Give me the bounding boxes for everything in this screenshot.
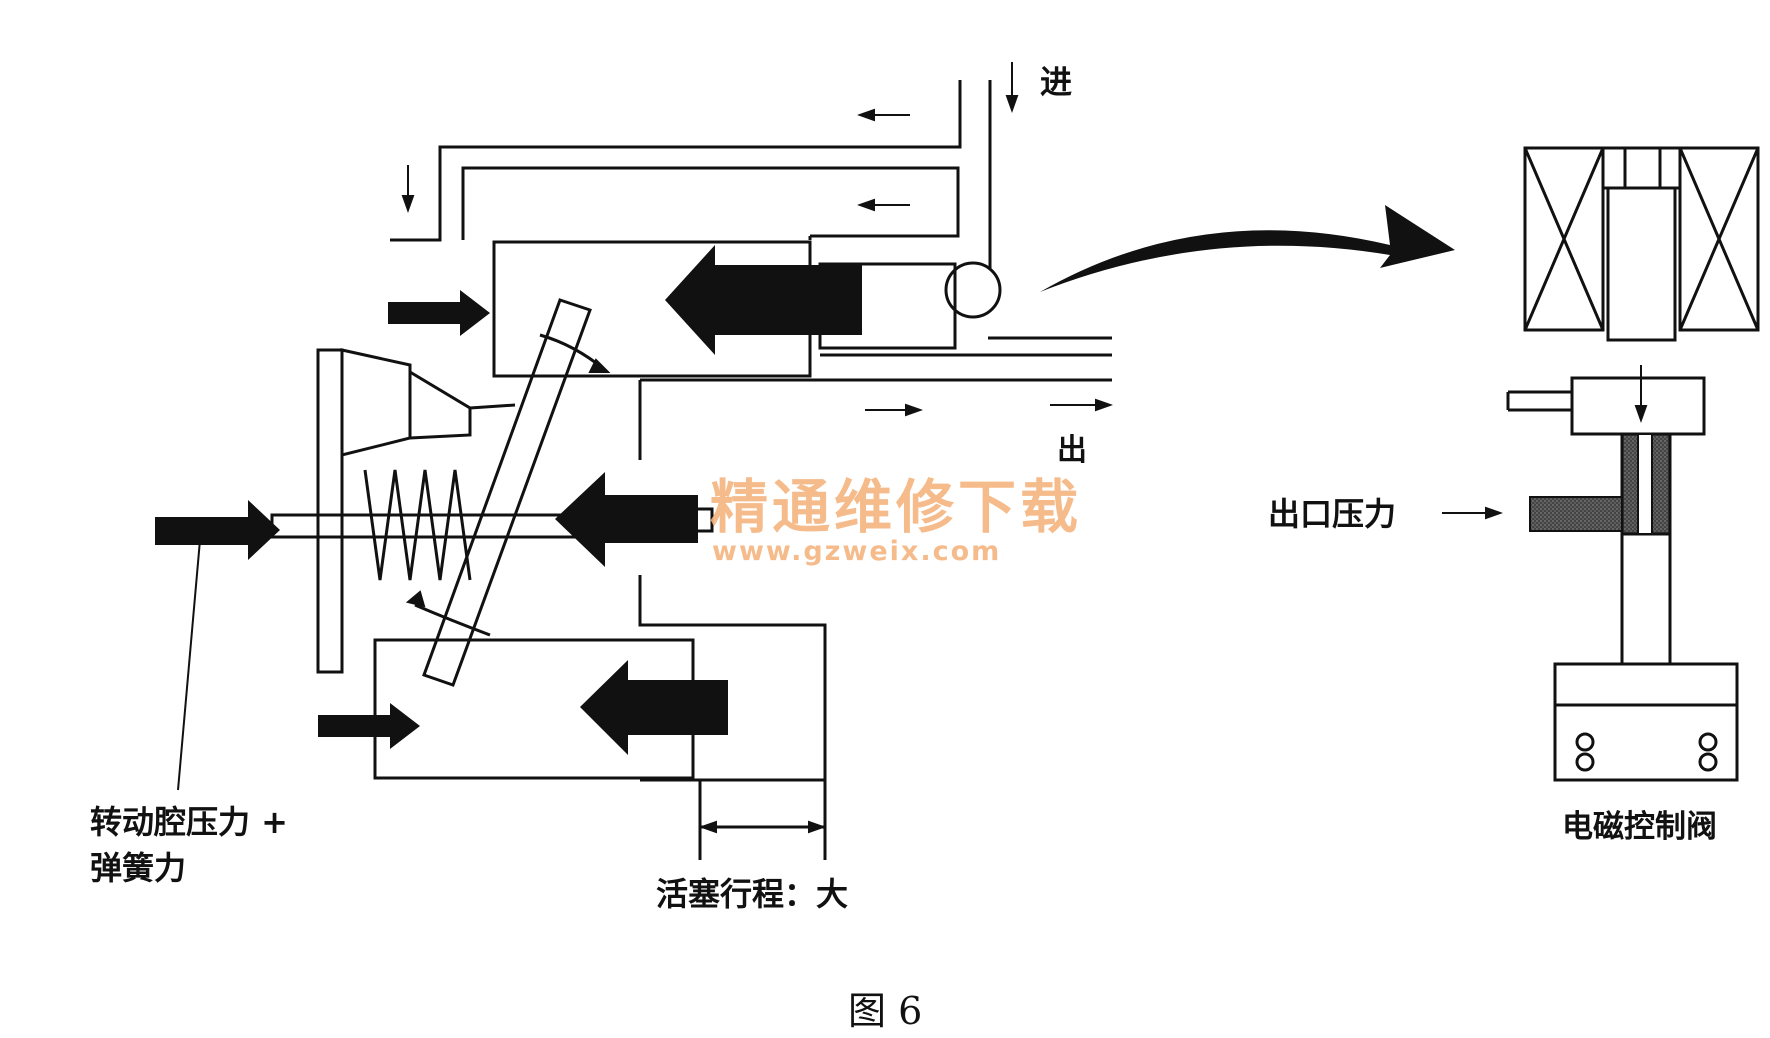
bellows-housing bbox=[1553, 662, 1739, 782]
hub-cone bbox=[340, 348, 412, 457]
force-arrows bbox=[155, 205, 1455, 755]
core-top bbox=[1601, 146, 1682, 190]
rotation-arc-bottom bbox=[414, 603, 491, 637]
piston-stroke-label: 活塞行程：大 bbox=[656, 875, 849, 913]
valve-stem bbox=[1620, 532, 1672, 666]
zoom-arrow bbox=[1040, 205, 1455, 292]
outer-passage-top bbox=[390, 80, 962, 242]
plunger bbox=[1606, 186, 1677, 342]
solenoid-valve-label: 电磁控制阀 bbox=[1562, 809, 1717, 845]
rotating-chamber-label-line1: 转动腔压力 + bbox=[90, 803, 288, 841]
wobble-plate bbox=[422, 298, 592, 687]
coil-left bbox=[1523, 146, 1605, 332]
leader-line bbox=[177, 539, 201, 791]
outlet-pressure-label: 出口压力 bbox=[1268, 495, 1397, 533]
watermark-brand: 精通维修下载 bbox=[710, 473, 1083, 541]
outlet-pressure-port bbox=[1529, 496, 1623, 532]
flow-arrows bbox=[401, 62, 1648, 834]
upper-input-arrow bbox=[388, 290, 490, 336]
valve-inlet-port bbox=[1506, 390, 1572, 412]
spring bbox=[363, 469, 472, 581]
inner-passage bbox=[461, 166, 960, 240]
outlet-label: 出 bbox=[1057, 433, 1087, 468]
swash-plate-frame bbox=[316, 348, 344, 674]
rotating-chamber-label-line2: 弹簧力 bbox=[90, 849, 187, 887]
inlet-label: 进 bbox=[1040, 63, 1073, 101]
lower-piston-force-arrow bbox=[580, 660, 728, 755]
shaft-input-arrow bbox=[155, 500, 280, 560]
check-valve-ball bbox=[944, 261, 1002, 319]
compressor-body bbox=[177, 80, 1112, 860]
lower-input-arrow bbox=[318, 703, 420, 749]
shaft-force-arrow bbox=[555, 472, 698, 567]
lower-housing bbox=[638, 575, 827, 782]
figure-caption: 图 6 bbox=[848, 989, 923, 1033]
watermark-url: www.gzweix.com bbox=[712, 536, 1002, 567]
solenoid-valve bbox=[1506, 146, 1760, 782]
upper-piston-force-arrow bbox=[665, 245, 862, 355]
coil-right bbox=[1678, 146, 1760, 332]
